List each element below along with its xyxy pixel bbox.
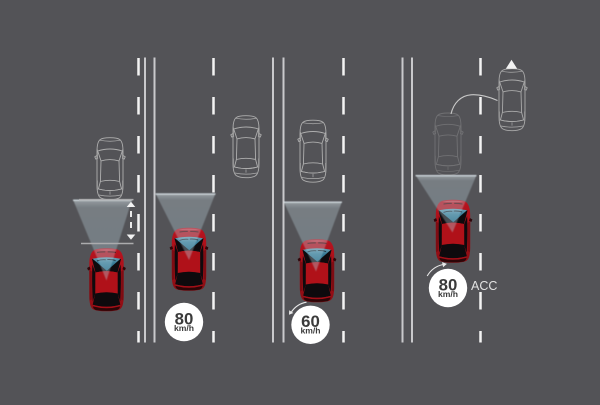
svg-text:km/h: km/h xyxy=(174,323,194,333)
svg-text:ACC: ACC xyxy=(471,279,497,293)
svg-text:km/h: km/h xyxy=(438,289,458,299)
svg-text:km/h: km/h xyxy=(300,326,320,336)
svg-text:80: 80 xyxy=(439,275,458,294)
svg-text:80: 80 xyxy=(175,309,194,328)
svg-text:60: 60 xyxy=(301,312,320,331)
